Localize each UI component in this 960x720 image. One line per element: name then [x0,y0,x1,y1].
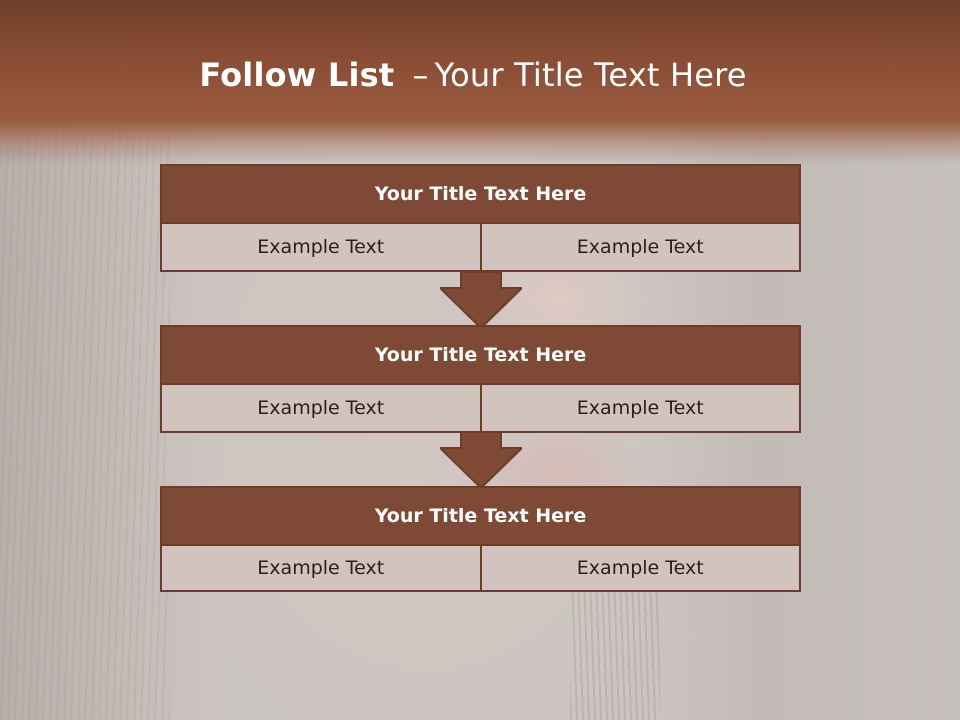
arrow-down-icon [440,272,522,328]
arrow-down-icon [440,432,522,488]
step-box-3: Your Title Text Here Example Text Exampl… [160,486,801,592]
step-box-1: Your Title Text Here Example Text Exampl… [160,164,801,272]
step-title-1: Your Title Text Here [162,166,799,224]
step-2-left-text: Example Text [257,397,385,419]
step-box-2: Your Title Text Here Example Text Exampl… [160,325,801,433]
hair-texture-left [0,120,170,720]
step-title-3: Your Title Text Here [162,488,799,546]
step-3-left-text: Example Text [257,557,385,579]
step-1-right-text: Example Text [479,224,800,270]
header-band [0,0,960,165]
step-title-2: Your Title Text Here [162,327,799,385]
step-row-3: Example Text Example Text [162,546,799,590]
step-2-right-text: Example Text [479,385,800,431]
title-rest: Your Title Text Here [434,56,747,94]
title-dash: – [412,56,429,94]
step-3-right-text: Example Text [479,546,800,590]
step-row-1: Example Text Example Text [162,224,799,270]
slide-title: Follow List–Your Title Text Here [0,56,946,94]
title-bold: Follow List [199,56,395,94]
step-1-left-text: Example Text [257,236,385,258]
step-row-2: Example Text Example Text [162,385,799,431]
